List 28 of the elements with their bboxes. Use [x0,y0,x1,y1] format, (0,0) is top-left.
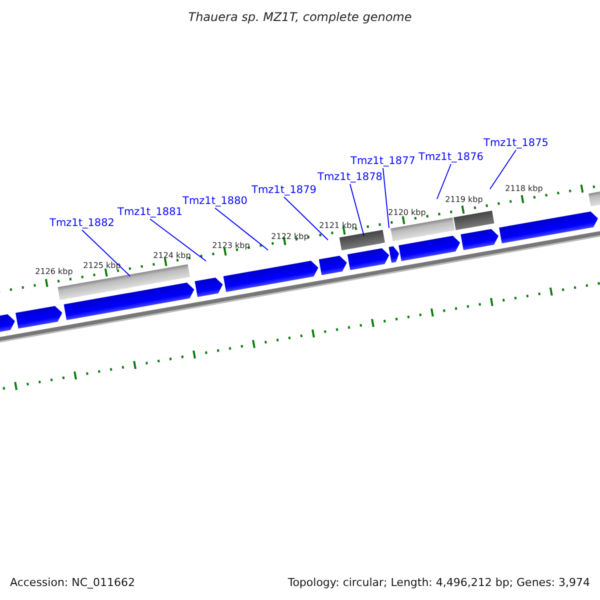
scale-label: 2118 kbp [505,184,543,194]
gene-label: Tmz1t_1878 [318,171,382,183]
leader-line [382,168,390,228]
gene-label: Tmz1t_1877 [350,155,416,167]
leader-line [82,230,130,276]
scale-label: 2119 kbp [445,195,483,205]
gene-label: Tmz1t_1876 [418,151,484,163]
footer-text: Accession: NC_011662 [10,576,136,589]
leader-line [214,208,268,250]
scale-label: 2121 kbp [319,221,357,231]
gene-label: Tmz1t_1879 [252,184,316,196]
title: Thauera sp. MZ1T, complete genome [187,10,413,24]
leader-line [350,184,364,236]
scale-label: 2122 kbp [271,232,309,242]
leader-line [284,196,328,240]
scale-label: 2126 kbp [35,267,73,277]
gene-label: Tmz1t_1881 [118,206,182,218]
gene-label: Tmz1t_1882 [50,217,114,229]
leader-line [490,150,516,190]
footer-text: Topology: circular; Length: 4,496,212 bp; Genes: 3,974 [288,576,590,589]
gene-label: Tmz1t_1875 [484,137,548,149]
leader-line [436,164,452,200]
gene-label: Tmz1t_1880 [182,195,248,207]
leader-line [150,218,206,262]
scale-label: 2124 kbp [153,251,191,261]
scale-label: 2125 kbp [83,261,121,271]
scale-label: 2120 kbp [388,208,426,218]
scale-label: 2123 kbp [212,241,250,251]
